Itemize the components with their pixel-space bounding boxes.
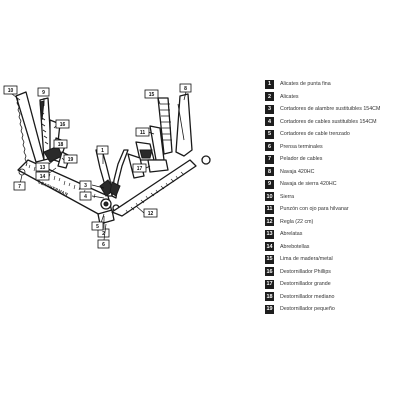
legend-label: Navaja de sierra 420HC xyxy=(280,181,337,188)
callout-19: 19 xyxy=(68,157,74,163)
legend-number: 4 xyxy=(265,117,274,127)
legend-item: 9 Navaja de sierra 420HC xyxy=(265,178,395,191)
legend-number: 2 xyxy=(265,92,274,102)
legend-number: 7 xyxy=(265,154,274,164)
legend-item: 14 Abrebotellas xyxy=(265,241,395,254)
legend-item: 10 Sierra xyxy=(265,191,395,204)
legend-number: 19 xyxy=(265,304,274,314)
legend-item: 4 Cortadores de cables sustituibles 154CM xyxy=(265,116,395,129)
legend-item: 2 Alicates xyxy=(265,91,395,104)
legend-item: 12 Regla (22 cm) xyxy=(265,216,395,229)
callout-16: 16 xyxy=(60,122,66,128)
legend-item: 15 Lima de madera/metal xyxy=(265,253,395,266)
legend-label: Destornillador pequeño xyxy=(280,306,335,313)
callout-7: 7 xyxy=(18,184,21,190)
legend-label: Prensa terminales xyxy=(280,143,323,150)
legend-label: Destornillador grande xyxy=(280,281,331,288)
legend-item: 11 Punzón con ojo para hilvanar xyxy=(265,203,395,216)
legend-item: 16 Destornillador Phillips xyxy=(265,266,395,279)
legend-number: 9 xyxy=(265,179,274,189)
legend-number: 10 xyxy=(265,192,274,202)
callout-5: 5 xyxy=(96,224,99,230)
legend-number: 18 xyxy=(265,292,274,302)
callout-4: 4 xyxy=(84,194,87,200)
legend-label: Cortadores de cables sustituibles 154CM xyxy=(280,118,377,125)
legend-number: 14 xyxy=(265,242,274,252)
pliers xyxy=(95,149,129,225)
legend-item: 18 Destornillador mediano xyxy=(265,291,395,304)
legend-number: 3 xyxy=(265,104,274,114)
legend-label: Lima de madera/metal xyxy=(280,256,333,263)
callout-11: 11 xyxy=(140,130,146,136)
callout-6: 6 xyxy=(102,242,105,248)
legend-label: Pelador de cables xyxy=(280,156,323,163)
legend-number: 5 xyxy=(265,129,274,139)
legend-item: 19 Destornillador pequeño xyxy=(265,303,395,316)
left-fanned-tools xyxy=(15,91,71,169)
legend-label: Destornillador mediano xyxy=(280,293,335,300)
callout-13: 13 xyxy=(40,165,46,171)
legend-label: Alicates de punta fina xyxy=(280,81,331,88)
legend-label: Abrelatas xyxy=(280,231,303,238)
callout-8: 8 xyxy=(184,86,187,92)
callout-14: 14 xyxy=(40,174,46,180)
legend-label: Sierra xyxy=(280,193,295,200)
legend-number: 11 xyxy=(265,204,274,214)
legend-number: 1 xyxy=(265,79,274,89)
legend-label: Navaja 420HC xyxy=(280,168,315,175)
legend-label: Destornillador Phillips xyxy=(280,268,331,275)
callout-18: 18 xyxy=(58,142,64,148)
legend-item: 13 Abrelatas xyxy=(265,228,395,241)
legend-number: 13 xyxy=(265,229,274,239)
legend-item: 5 Cortadores de cable trenzado xyxy=(265,128,395,141)
legend-label: Alicates xyxy=(280,93,299,100)
legend-item: 6 Prensa terminales xyxy=(265,141,395,154)
legend-number: 8 xyxy=(265,167,274,177)
callout-17: 17 xyxy=(137,166,143,172)
legend-label: Regla (22 cm) xyxy=(280,218,314,225)
multitool-diagram: LEATHERMAN xyxy=(3,83,211,249)
legend-item: 1 Alicates de punta fina xyxy=(265,78,395,91)
callouts: 1 2 3 4 5 6 7 8 9 10 xyxy=(3,83,192,249)
legend-number: 12 xyxy=(265,217,274,227)
legend-item: 3 Cortadores de alambre sustituibles 154C… xyxy=(265,103,395,116)
legend-number: 6 xyxy=(265,142,274,152)
legend-label: Punzón con ojo para hilvanar xyxy=(280,206,349,213)
lanyard-ring xyxy=(201,155,211,165)
legend-item: 17 Destornillador grande xyxy=(265,278,395,291)
callout-12: 12 xyxy=(148,211,154,217)
legend-item: 7 Pelador de cables xyxy=(265,153,395,166)
callout-10: 10 xyxy=(8,88,14,94)
callout-3: 3 xyxy=(84,183,87,189)
right-handle xyxy=(111,155,211,217)
legend-number: 17 xyxy=(265,279,274,289)
legend-label: Cortadores de alambre sustituibles 154CM xyxy=(280,106,381,113)
callout-2: 2 xyxy=(102,231,105,237)
callout-15: 15 xyxy=(149,92,155,98)
legend-number: 15 xyxy=(265,254,274,264)
right-ruler-ticks xyxy=(125,171,185,214)
callout-1: 1 xyxy=(101,148,104,154)
legend-label: Cortadores de cable trenzado xyxy=(280,131,350,138)
legend-item: 8 Navaja 420HC xyxy=(265,166,395,179)
legend-number: 16 xyxy=(265,267,274,277)
legend-label: Abrebotellas xyxy=(280,243,310,250)
callout-9: 9 xyxy=(42,90,45,96)
